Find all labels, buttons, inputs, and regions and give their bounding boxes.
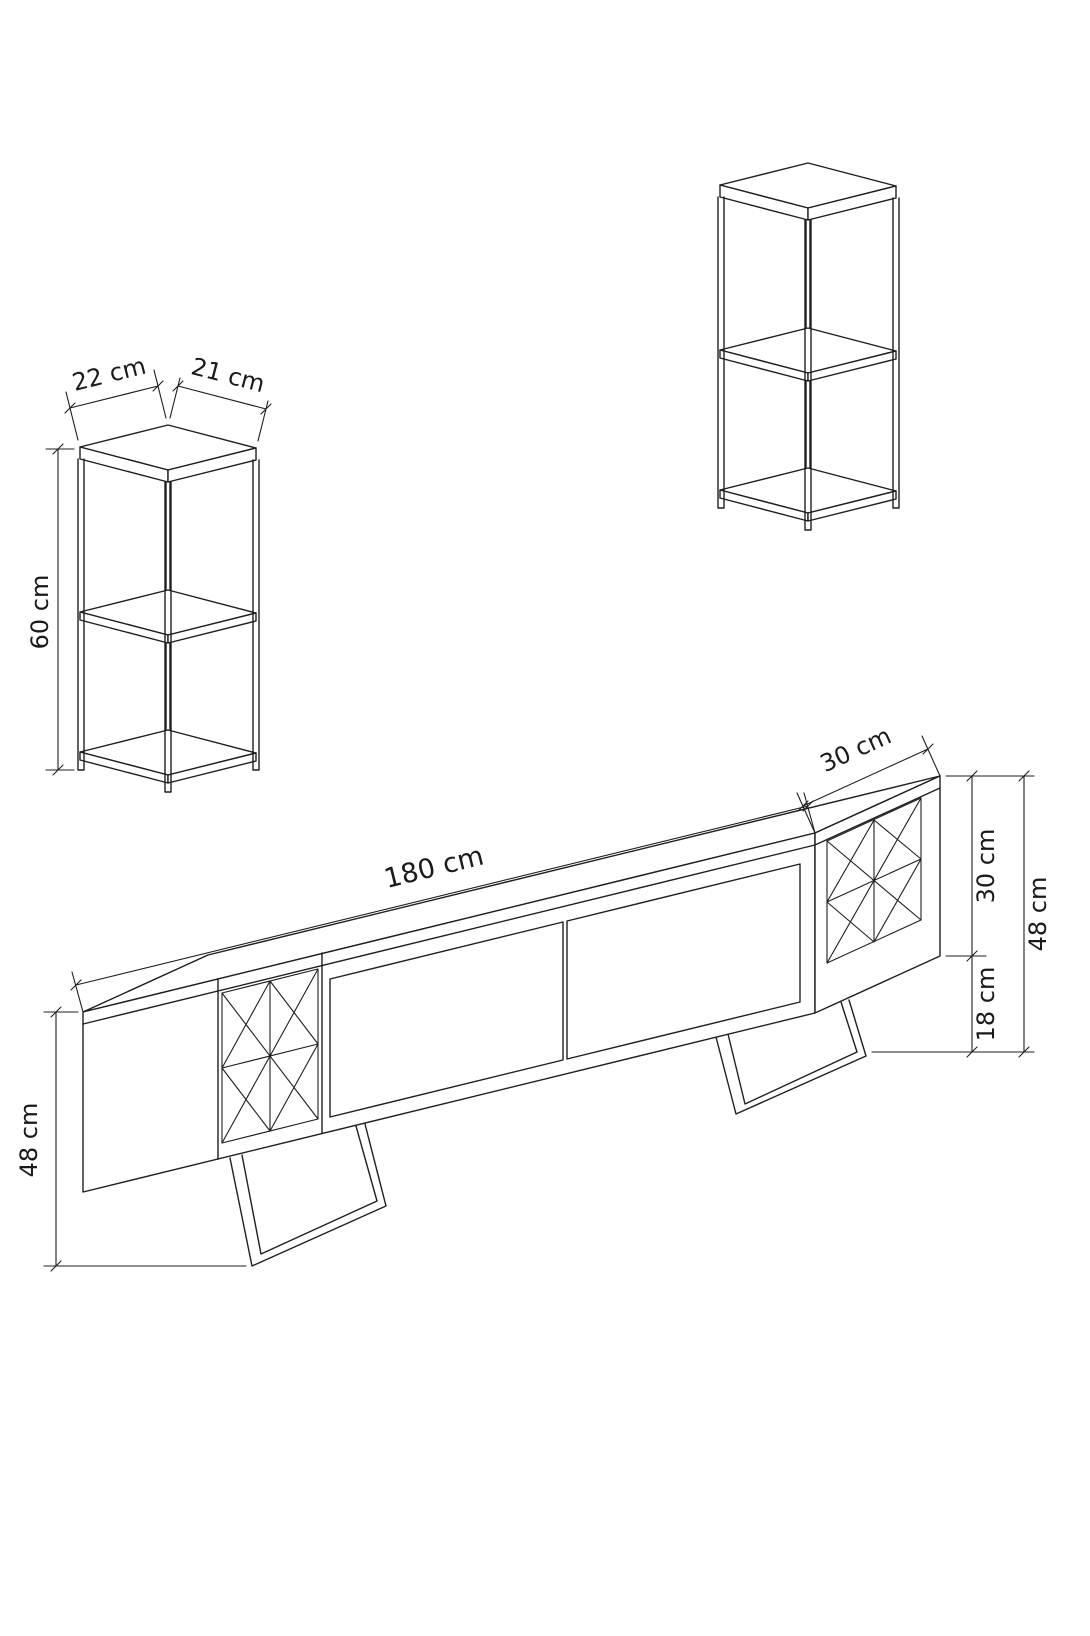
tower-top-slab <box>79 424 257 483</box>
dim-tv-length <box>70 792 816 1013</box>
dimension-lines <box>43 369 1035 1272</box>
tower-corner-posts <box>77 458 260 793</box>
side-table-width-label: 22 cm <box>69 352 148 397</box>
tower-bottom-shelf <box>79 729 257 784</box>
tower-middle-shelf <box>79 589 257 644</box>
dim-tv-right-heights <box>871 770 1035 1058</box>
tv-leg-left <box>229 1123 387 1267</box>
tv-upper-height-label: 30 cm <box>972 829 1000 904</box>
tv-height-left-label: 48 cm <box>15 1103 43 1178</box>
tv-stand <box>82 775 941 1267</box>
tv-leg-right <box>715 999 867 1115</box>
tv-top-thickness-line <box>82 787 941 1025</box>
tv-leg-height-label: 18 cm <box>972 967 1000 1042</box>
dim-side-table-depth <box>169 377 272 442</box>
tv-height-right-label: 48 cm <box>1024 877 1052 952</box>
tv-length-label: 180 cm <box>381 841 487 895</box>
tv-door-center-right <box>566 863 801 1060</box>
right-shelf-unit <box>717 162 900 531</box>
lattice-door-side-right <box>826 797 922 964</box>
lattice-door-front-left <box>221 968 319 1144</box>
dim-side-table-height <box>45 443 75 776</box>
dim-side-table-width <box>64 369 167 441</box>
side-table-height-label: 60 cm <box>26 575 54 650</box>
dim-tv-total-height-left <box>43 1006 247 1272</box>
tv-door-center-left <box>329 921 564 1118</box>
left-shelf-unit <box>77 424 260 793</box>
dim-tv-depth <box>796 735 941 834</box>
tv-front-dividers <box>217 952 323 1160</box>
